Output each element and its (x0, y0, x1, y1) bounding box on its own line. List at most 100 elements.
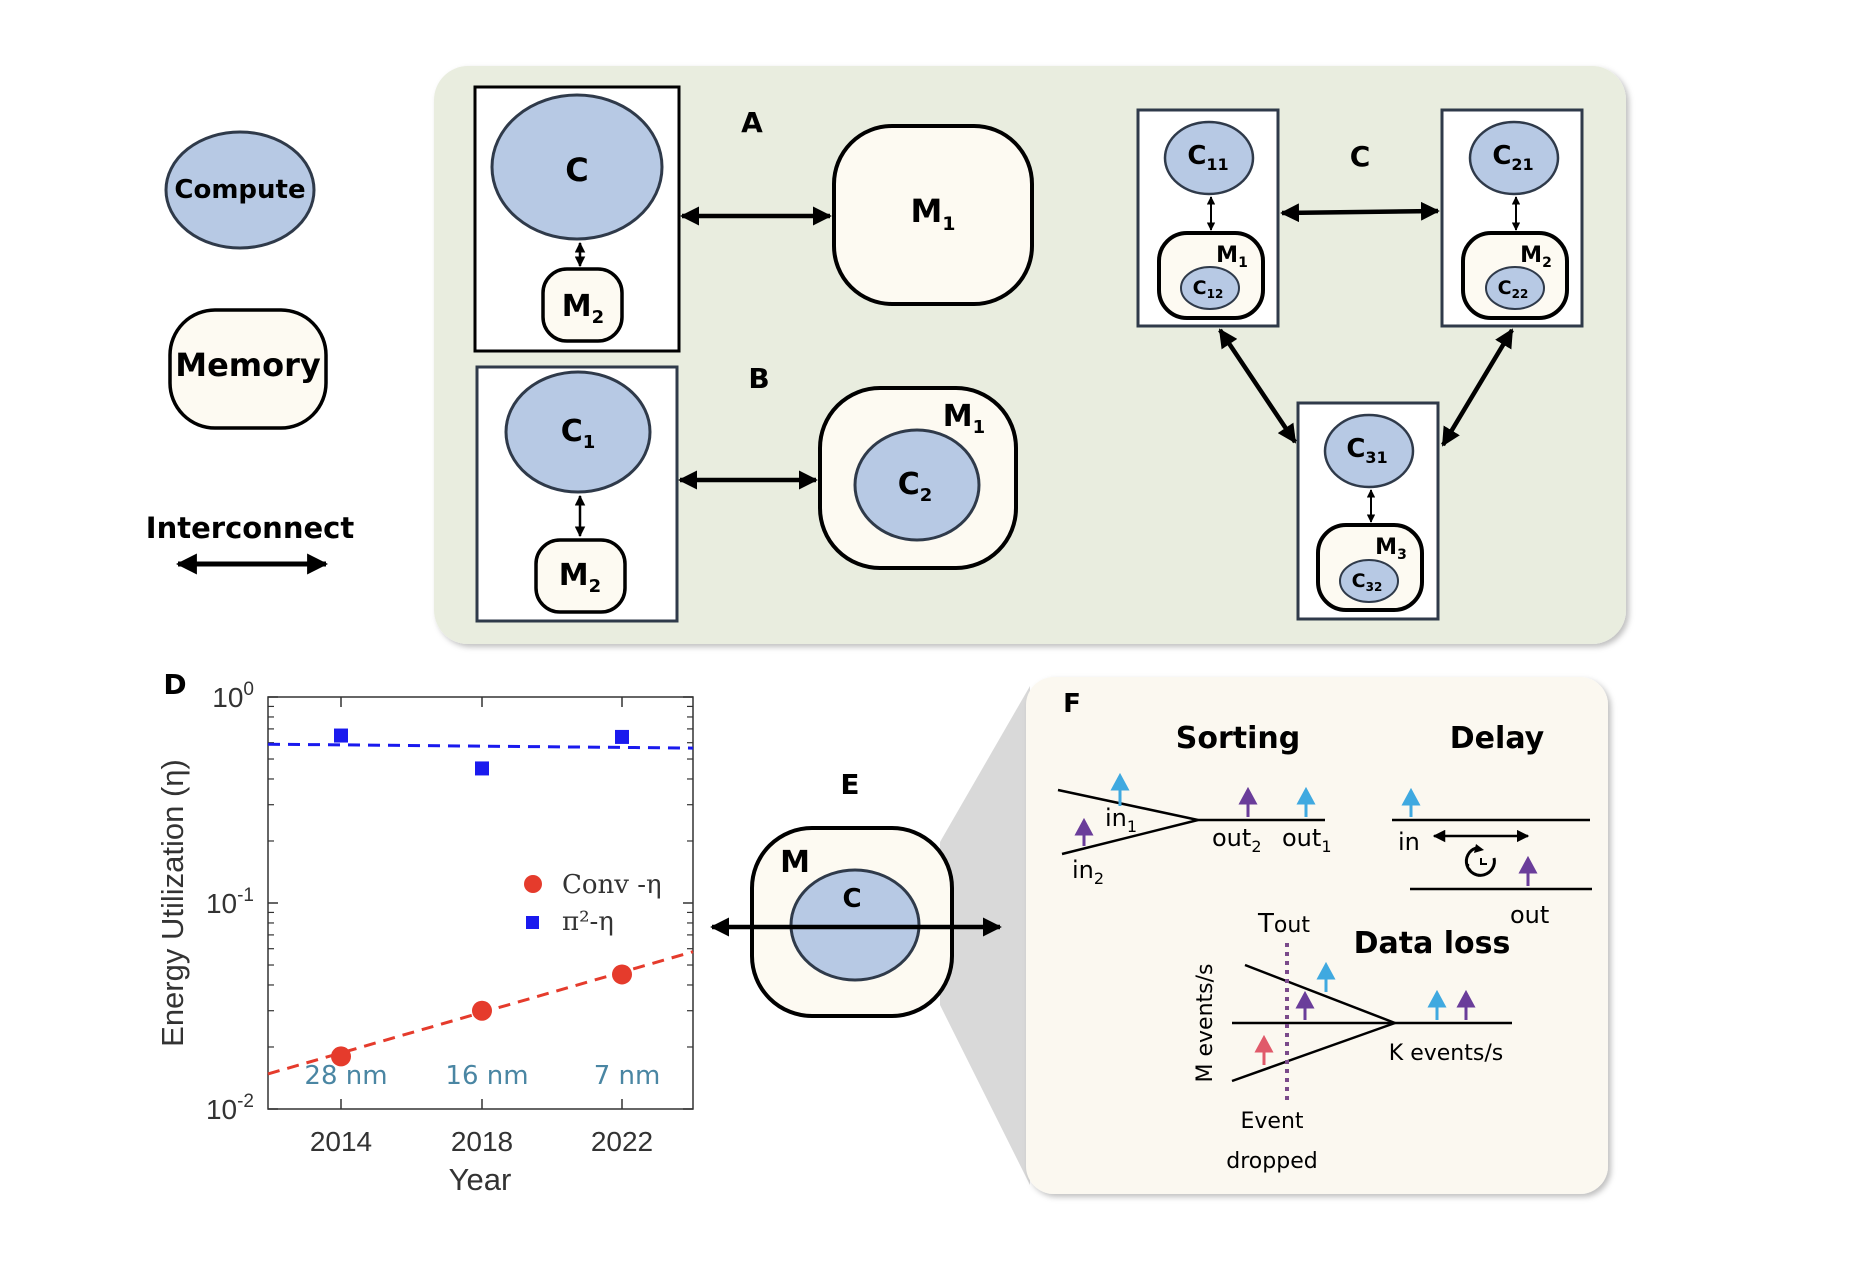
delay-out-label: out (1510, 901, 1549, 929)
sorting-out1-label: out1 (1282, 824, 1332, 856)
sorting-out2-label: out2 (1212, 824, 1262, 856)
y-tick-label: 10-1 (206, 885, 254, 919)
panel-c-node-2-inner-compute (1485, 266, 1545, 310)
data-loss-title: Data loss (1354, 926, 1511, 961)
panel-a-local-memory-label: M2 (562, 289, 604, 328)
legend-interconnect-label: Interconnect (146, 511, 355, 545)
panel-c-node-2-compute (1468, 120, 1560, 196)
panel-e: E M C (710, 686, 1030, 1185)
pi2-eta-point (615, 729, 629, 744)
panel-c-label: C (1350, 140, 1371, 173)
panel-a: A C M2 M1 (473, 85, 1034, 353)
chart-points (331, 728, 632, 1067)
process-node-label: 7 nm (594, 1061, 661, 1091)
panel-c-node-1: C11 M1 C12 (1136, 108, 1280, 328)
panel-d-label: D (163, 668, 186, 701)
data-loss-tout-label: Tout (1257, 909, 1310, 939)
panel-c-node-3-memory-label: M3 (1375, 535, 1407, 563)
y-tick-label: 100 (212, 679, 254, 713)
panel-c-node-3-inner-compute (1339, 559, 1399, 603)
conv-eta-point (612, 964, 632, 985)
data-loss-mid-event (1295, 990, 1315, 1020)
data-loss-diagram: Data loss Tout M events/s K events/s Eve… (1193, 909, 1512, 1174)
sorting-in2-label: in2 (1072, 856, 1104, 888)
delay-title: Delay (1450, 721, 1545, 756)
chart-y-tick-labels: 100 10-1 10-2 (206, 679, 254, 1125)
pi2-eta-point (334, 728, 348, 743)
chart-plot-area (267, 696, 694, 1110)
chart-ticks (268, 696, 693, 1110)
legend-memory-label: Memory (175, 346, 321, 384)
chart-xlabel: Year (449, 1162, 512, 1197)
conv-eta-point (472, 1000, 492, 1021)
sorting-diagram: Sorting in1 in2 out2 out1 (1057, 721, 1332, 888)
panel-b-remote-memory-label: M1 (943, 399, 985, 438)
panel-c-node-2-memory-label: M2 (1520, 243, 1552, 271)
legend-memory-shape (168, 308, 328, 430)
panel-a-remote-memory (832, 124, 1034, 306)
sorting-in1-label: in1 (1105, 804, 1137, 836)
panel-e-label: E (840, 768, 859, 801)
panel-c-node-2: C21 M2 C22 (1440, 108, 1584, 328)
panel-c: C C11 M1 C12 C21 M2 C22 C31 (1136, 108, 1584, 621)
x-tick-label: 2014 (310, 1126, 372, 1157)
sorting-input-2-line (1061, 818, 1199, 856)
data-loss-m-rate-label: M events/s (1193, 964, 1218, 1083)
data-loss-dropped-label: dropped (1226, 1149, 1317, 1174)
panel-c-node-1-memory-label: M1 (1216, 243, 1248, 271)
legend: Compute Memory Interconnect (146, 130, 355, 575)
panel-b-inner-compute-label: C2 (898, 467, 933, 506)
chart-legend-conv-label: Conv -η (562, 870, 662, 900)
legend-compute-label: Compute (174, 175, 305, 205)
pi2-eta-point (475, 761, 489, 776)
panel-c-node-2-inner-label: C22 (1498, 277, 1529, 301)
sorting-out2-event (1238, 786, 1258, 817)
panel-b-label: B (748, 362, 769, 395)
sorting-in2-event (1074, 817, 1094, 846)
panel-e-compute-label: C (842, 884, 861, 914)
delay-in-label: in (1398, 828, 1420, 856)
data-loss-top-line (1244, 963, 1396, 1025)
data-loss-event-label: Event (1240, 1109, 1303, 1134)
sorting-in1-event (1110, 772, 1130, 806)
delay-out-event (1518, 855, 1538, 886)
chart-legend-conv-marker (524, 875, 542, 893)
delay-diagram: Delay in out (1392, 721, 1592, 929)
chart-legend-pi2-marker (526, 916, 539, 929)
panel-c-node-1-inner-label: C12 (1193, 277, 1224, 301)
panel-c-node-3-inner-label: C32 (1352, 570, 1383, 594)
panel-c-node-3-compute (1323, 413, 1415, 489)
y-tick-label: 10-2 (206, 1091, 254, 1125)
conv-eta-point (331, 1046, 351, 1067)
panel-b-local-memory (534, 538, 627, 614)
delay-in-event (1401, 787, 1421, 817)
panel-a-remote-memory-label: M1 (910, 192, 955, 235)
panel-c-node-1-inner-compute (1180, 266, 1240, 310)
panel-a-compute-label: C (565, 151, 588, 189)
sorting-out1-event (1296, 786, 1316, 817)
panel-c-node-3: C31 M3 C32 (1296, 401, 1440, 621)
panel-c-node-3-compute-label: C31 (1346, 434, 1387, 467)
data-loss-top-event (1316, 961, 1336, 992)
panel-a-local-memory (541, 267, 624, 343)
panel-c-link-2-3 (1441, 328, 1514, 447)
panel-f: F Sorting in1 in2 out2 out1 Delay (1026, 677, 1608, 1194)
chart-ylabel: Energy Utilization (η) (155, 759, 190, 1047)
chart-legend-pi2-label: π²-η (562, 907, 614, 937)
panel-c-link-1-2 (1280, 201, 1440, 223)
data-loss-out-event-2 (1456, 989, 1476, 1020)
panel-c-link-1-3 (1218, 328, 1297, 444)
panel-a-label: A (741, 106, 763, 139)
x-tick-label: 2018 (451, 1126, 513, 1157)
panel-b-local-memory-label: M2 (559, 558, 601, 597)
panel-b-compute (504, 370, 652, 494)
process-node-label: 16 nm (445, 1061, 528, 1091)
sorting-title: Sorting (1176, 721, 1300, 756)
panel-b: B C1 M2 M1 C2 (475, 362, 1018, 623)
clock-icon (1464, 844, 1496, 877)
sorting-input-1-line (1057, 788, 1199, 822)
panel-e-memory-label: M (780, 845, 810, 880)
